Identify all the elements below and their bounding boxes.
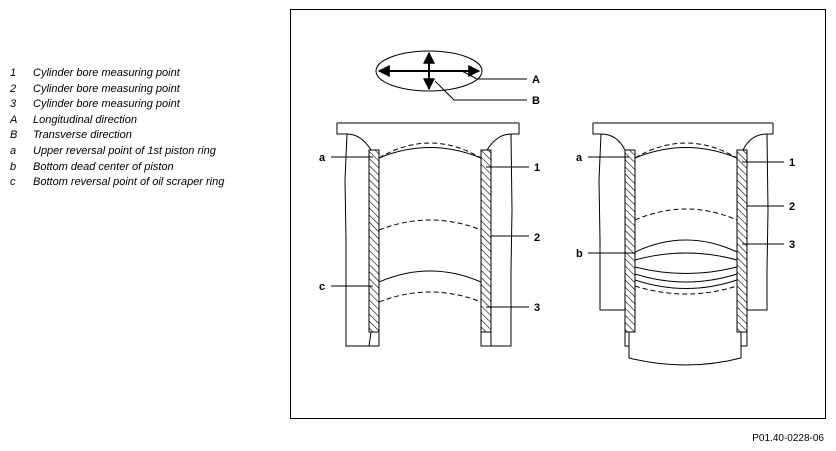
callout-right-a: a [576,152,583,164]
callout-left-1: 1 [534,162,540,174]
left-wall-hatch [368,149,380,333]
right-wall-hatch [736,149,748,333]
left-cylinder [336,122,520,347]
callout-left-3: 3 [534,302,540,314]
legend-text: Cylinder bore measuring point [33,98,180,111]
leader-line-B [434,80,527,101]
callout-left-c: c [319,281,325,293]
legend-key: 2 [10,82,17,95]
callout-left-a: a [319,152,326,164]
legend-key: A [10,113,18,126]
legend-text: Cylinder bore measuring point [33,67,180,79]
left-wall-hatch [624,149,636,333]
legend-text: Transverse direction [33,129,132,142]
legend-key: 3 [10,98,17,111]
cylinder-bore-diagram: A B a 1 2 c 3 [319,50,795,366]
piston-top [634,239,738,253]
legend-text: Bottom dead center of piston [33,160,174,173]
legend-key: 1 [10,67,17,79]
legend-text: Bottom reversal point of oil scraper rin… [33,176,225,189]
figure-id: P01.40-0228-06 [752,433,824,444]
callout-right-2: 2 [789,201,795,213]
legend-item: A Longitudinal direction [10,113,224,129]
legend-item: B Transverse direction [10,128,224,144]
legend-key: b [10,160,17,173]
callout-left-2: 2 [534,232,540,244]
right-cylinder [592,122,774,366]
legend-key: c [10,176,16,189]
callout-A: A [532,74,540,86]
right-wall-hatch [480,149,492,333]
callout-right-3: 3 [789,239,795,251]
callout-B: B [532,95,540,107]
legend-item: 1 Cylinder bore measuring point [10,66,224,82]
legend-item: c Bottom reversal point of oil scraper ri… [10,175,224,191]
legend-item: b Bottom dead center of piston [10,160,224,176]
legend-key: B [10,129,18,142]
callout-right-1: 1 [789,157,795,169]
callout-right-b: b [576,248,583,260]
direction-ellipse [375,50,527,101]
legend-text: Upper reversal point of 1st piston ring [33,144,216,157]
leader-line-A [461,70,527,80]
legend-key: a [10,144,17,157]
legend-item: a Upper reversal point of 1st piston ring [10,144,224,160]
legend-text: Cylinder bore measuring point [33,82,180,95]
figure-frame: A B a 1 2 c 3 [290,9,826,419]
legend-text: Longitudinal direction [33,113,137,126]
legend-item: 2 Cylinder bore measuring point [10,82,224,98]
legend-item: 3 Cylinder bore measuring point [10,97,224,113]
